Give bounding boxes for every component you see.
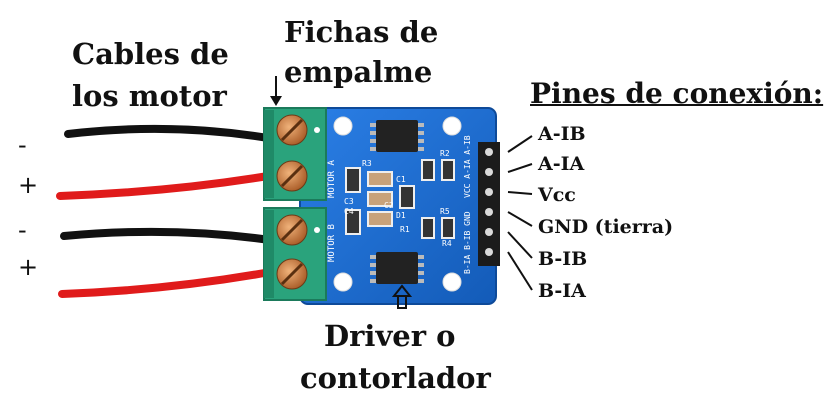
wire-black-a <box>64 124 272 142</box>
pin-label-gnd: GND (tierra) <box>538 216 674 238</box>
wire-sign: - <box>18 216 27 244</box>
silk-ref: C1 <box>396 175 406 184</box>
pin-label-a-ia: A-IA <box>538 153 585 175</box>
driver-chip-top <box>370 120 424 152</box>
wire-red-a <box>56 172 272 200</box>
pin-label-vcc: Vcc <box>538 184 576 206</box>
pines-title: Pines de conexión: <box>530 77 824 110</box>
silk-ref: R5 <box>440 207 450 216</box>
silk-ref: D1 <box>396 211 406 220</box>
silk-ref: R1 <box>400 225 410 234</box>
silk-header-bottom: B-IA B-IB GND <box>463 211 472 274</box>
pin-header <box>478 142 500 266</box>
wire-red-b <box>58 268 274 298</box>
driver-chip-bottom <box>370 252 424 284</box>
driver-label-line1: Driver o <box>324 319 456 353</box>
silk-ref: R2 <box>440 149 450 158</box>
silk-ref: C4 <box>344 207 354 216</box>
terminal-block-a <box>263 107 327 201</box>
silk-motor-b: MOTOR B <box>327 224 337 262</box>
silk-ref: C3 <box>344 197 354 206</box>
wire-sign: - <box>18 131 27 159</box>
terminal-block-b <box>263 207 327 301</box>
cables-label-line1: Cables de <box>72 37 229 71</box>
arrow-up-icon <box>391 284 413 309</box>
fichas-label-line1: Fichas de <box>284 15 439 49</box>
smd-components <box>345 159 455 239</box>
pin-label-b-ia: B-IA <box>538 280 586 302</box>
pin-label-a-ib: A-IB <box>538 123 586 145</box>
cables-label-line2: los motor <box>72 79 227 113</box>
wire-sign: + <box>18 253 39 281</box>
silk-ref: R4 <box>442 239 452 248</box>
pin-label-b-ib: B-IB <box>538 248 588 270</box>
silk-motor-a: MOTOR A <box>327 159 337 198</box>
pin-leaders <box>507 135 533 291</box>
silk-header-top: VCC A-IA A-IB <box>463 135 472 198</box>
silk-ref: C2 <box>384 201 394 210</box>
fichas-label-line2: empalme <box>284 55 433 89</box>
silk-refs: R3 C1 C2 C3 R2 R1 D1 R5 C4 R4 <box>344 149 452 248</box>
silk-ref: R3 <box>362 159 372 168</box>
wire-black-b <box>60 227 274 244</box>
pcb-board <box>299 107 497 305</box>
wire-sign: + <box>18 171 39 199</box>
driver-label-line2: contorlador <box>300 361 491 395</box>
arrow-down-icon <box>270 76 282 106</box>
